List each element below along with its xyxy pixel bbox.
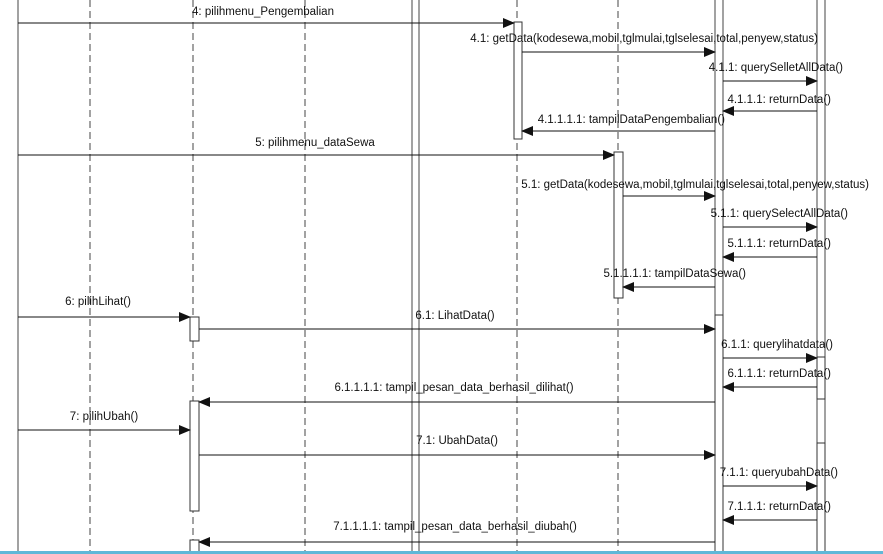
message-label: 4.1.1.1: returnData() [727,94,831,106]
message-label: 5.1.1: querySelectAllData() [711,208,849,220]
activations [189,21,826,554]
message-label: 4.1: getData(kodesewa,mobil,tglmulai,tgl… [470,33,818,45]
message-label: 6.1.1: querylihatdata() [721,339,833,351]
activation-box [513,21,523,140]
message-label: 7.1.1: queryubahData() [720,467,838,479]
message-label: 6.1.1.1.1: tampil_pesan_data_berhasil_di… [334,382,573,394]
message-label: 6.1.1.1: returnData() [727,368,831,380]
message-label: 5.1.1.1: returnData() [727,238,831,250]
message-label: 5: pilihmenu_dataSewa [255,137,375,149]
message-label: 4.1.1: querySelletAllData() [709,62,843,74]
message-label: 7.1.1.1: returnData() [727,501,831,513]
message-label: 6: pilihLihat() [65,296,131,308]
activation-box [189,400,200,512]
activation-box [189,539,200,554]
message-label: 7.1.1.1.1: tampil_pesan_data_berhasil_di… [333,521,577,533]
message-labels: 4: pilihmenu_Pengembalian 4.1: getData(k… [65,6,869,533]
message-label: 7.1: UbahData() [416,435,498,447]
message-label: 4: pilihmenu_Pengembalian [192,6,334,18]
activation-box [816,442,826,554]
message-label: 4.1.1.1.1: tampilDataPengembalian() [538,114,725,126]
activation-box [714,314,724,554]
activation-box [189,316,200,342]
message-label: 5.1: getData(kodesewa,mobil,tglmulai,tgl… [521,179,869,191]
message-arrows [18,18,818,547]
message-label: 7: pilihUbah() [70,411,139,423]
message-label: 5.1.1.1.1: tampilDataSewa() [603,268,746,280]
message-label: 6.1: LihatData() [415,310,494,322]
activation-box [613,151,624,299]
window-bottom-edge [0,551,883,554]
activation-box [816,356,826,400]
